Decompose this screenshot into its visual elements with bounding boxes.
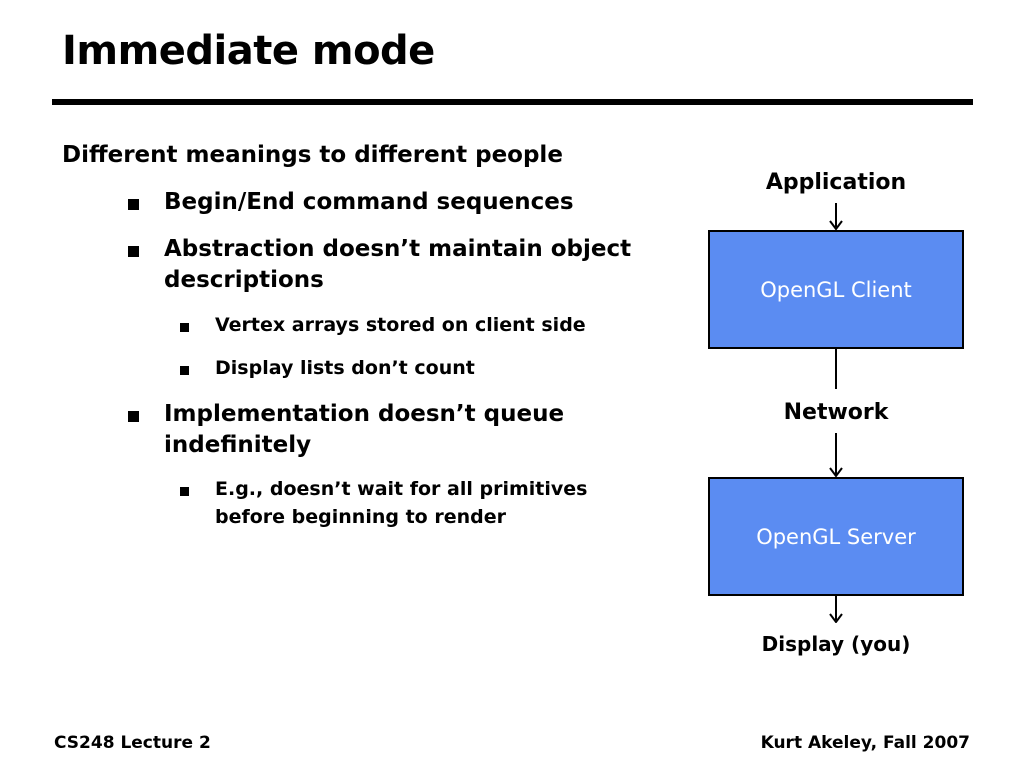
arrow-down-icon — [829, 613, 843, 623]
opengl-server-label: OpenGL Server — [756, 524, 916, 549]
square-bullet-icon — [128, 246, 139, 257]
slide-title: Immediate mode — [62, 28, 435, 74]
square-bullet-icon — [180, 323, 189, 332]
square-bullet-icon — [128, 411, 139, 422]
connector-line — [835, 433, 837, 475]
connector-line — [835, 349, 837, 389]
bullet-text: Begin/End command sequences — [164, 189, 574, 215]
footer-author: Kurt Akeley, Fall 2007 — [760, 733, 970, 753]
client-server-diagram: Application OpenGL Client Network OpenGL… — [700, 165, 980, 665]
connector-line — [835, 203, 837, 227]
arrow-down-icon — [829, 220, 843, 230]
opengl-client-label: OpenGL Client — [760, 277, 912, 302]
square-bullet-icon — [180, 487, 189, 496]
bullet-text: Implementation doesn’t queue — [164, 401, 565, 427]
connector-line — [835, 596, 837, 620]
network-label: Network — [783, 400, 889, 425]
opengl-client-box: OpenGL Client — [708, 230, 964, 349]
title-divider — [52, 99, 973, 105]
application-label: Application — [765, 170, 907, 195]
bullet-text: Display lists don’t count — [215, 357, 475, 379]
opengl-server-box: OpenGL Server — [708, 477, 964, 596]
square-bullet-icon — [180, 366, 189, 375]
display-label: Display (you) — [761, 632, 911, 656]
bullet-text: descriptions — [164, 267, 324, 293]
bullet-list: Different meanings to different people B… — [62, 142, 632, 528]
bullet-text: indefinitely — [164, 432, 312, 458]
arrow-down-icon — [829, 467, 843, 477]
bullet-text: E.g., doesn’t wait for all primitives — [215, 478, 588, 500]
square-bullet-icon — [128, 199, 139, 210]
bullet-text: Abstraction doesn’t maintain object — [164, 236, 632, 262]
bullet-text: Vertex arrays stored on client side — [215, 314, 586, 336]
footer-course: CS248 Lecture 2 — [54, 733, 211, 753]
bullet-text: Different meanings to different people — [62, 142, 563, 168]
bullet-text: before beginning to render — [215, 506, 506, 528]
